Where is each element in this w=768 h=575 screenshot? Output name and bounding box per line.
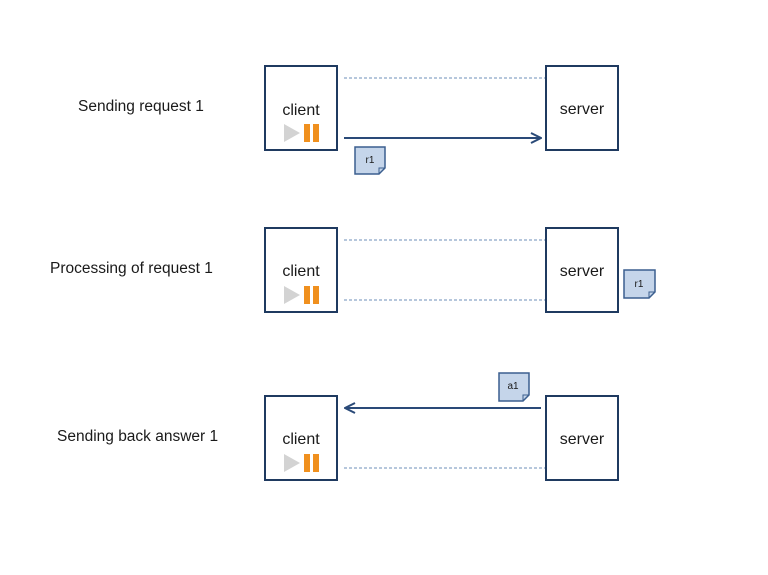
row-sending-request: Sending request 1 client server r1 <box>78 65 619 175</box>
play-icon <box>284 124 300 142</box>
pause-icon <box>304 454 319 472</box>
note-label: r1 <box>635 279 644 290</box>
message-note: a1 <box>498 372 530 402</box>
row-sending-answer: Sending back answer 1 client server a1 <box>57 372 619 481</box>
server-label: server <box>560 431 605 448</box>
client-label: client <box>282 431 320 448</box>
play-icon <box>284 454 300 472</box>
row-processing-request: Processing of request 1 client server r1 <box>50 227 656 313</box>
note-label: r1 <box>366 155 375 166</box>
pause-icon <box>304 286 319 304</box>
client-box: client <box>264 227 338 313</box>
server-box: server <box>545 227 619 313</box>
client-label: client <box>282 102 320 119</box>
server-label: server <box>560 101 605 118</box>
note-label: a1 <box>507 381 519 392</box>
client-label: client <box>282 263 320 280</box>
server-box: server <box>545 395 619 481</box>
client-box: client <box>264 395 338 481</box>
client-box: client <box>264 65 338 151</box>
message-note: r1 <box>623 269 656 299</box>
message-note: r1 <box>354 146 386 175</box>
server-label: server <box>560 263 605 280</box>
server-box: server <box>545 65 619 151</box>
row-label: Sending back answer 1 <box>57 428 218 445</box>
play-icon <box>284 286 300 304</box>
row-label: Sending request 1 <box>78 98 204 115</box>
pause-icon <box>304 124 319 142</box>
row-label: Processing of request 1 <box>50 260 213 277</box>
